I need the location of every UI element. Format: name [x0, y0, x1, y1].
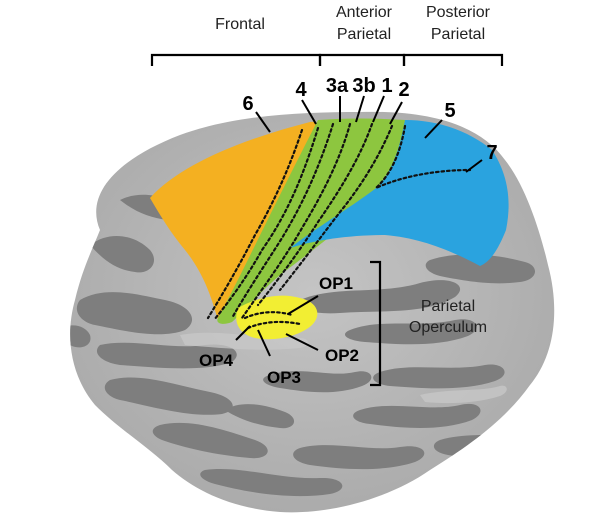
- parietal-operculum-label-1: Parietal: [421, 298, 475, 315]
- frontal-label: Frontal: [215, 16, 265, 33]
- posterior-parietal-area: [290, 120, 509, 266]
- area-leaders: [255, 95, 483, 173]
- anterior-parietal-label-2: Parietal: [337, 26, 391, 43]
- frontal-bracket: [150, 53, 322, 66]
- gyri-pattern: [180, 332, 507, 404]
- anterior-parietal-label-1: Anterior: [336, 4, 393, 21]
- area-1-label: 1: [381, 75, 392, 97]
- op1-label: OP1: [319, 274, 353, 293]
- op4-label: OP4: [199, 351, 234, 370]
- posterior-parietal-label-2: Parietal: [431, 26, 485, 43]
- area-5-label: 5: [444, 100, 455, 122]
- area-3a-label: 3a: [326, 75, 349, 97]
- operculum-area: [236, 295, 318, 340]
- area-6-label: 6: [242, 93, 253, 115]
- anterior-parietal-bracket: [318, 53, 406, 66]
- op2-label: OP2: [325, 346, 359, 365]
- posterior-parietal-label-1: Posterior: [426, 4, 491, 21]
- op3-label: OP3: [267, 368, 301, 387]
- area-boundaries: [206, 122, 472, 330]
- posterior-parietal-bracket: [402, 53, 504, 66]
- frontal-area: [150, 121, 321, 321]
- anterior-parietal-area: [217, 118, 405, 324]
- area-2-label: 2: [398, 79, 409, 101]
- region-brackets: [150, 53, 504, 387]
- operculum-bracket: [370, 260, 382, 387]
- area-3b-label: 3b: [352, 75, 375, 97]
- area-7-label: 7: [486, 142, 497, 164]
- area-4-label: 4: [295, 79, 307, 101]
- parietal-operculum-label-2: Operculum: [409, 319, 487, 336]
- operculum-leaders: [235, 295, 319, 357]
